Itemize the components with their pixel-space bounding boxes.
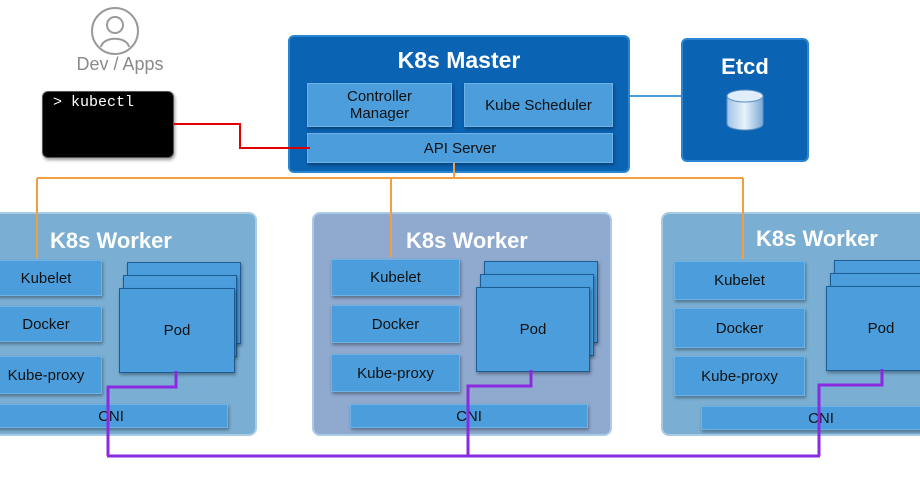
worker-title: K8s Worker	[50, 228, 172, 253]
pod-label: Pod	[519, 321, 547, 338]
pod-label: Pod	[163, 322, 191, 339]
kubectl-link	[174, 123, 310, 149]
user-icon	[90, 6, 140, 56]
kubelet-label: Kubelet	[370, 269, 421, 286]
etcd-title: Etcd	[721, 54, 769, 79]
cni-link-worker-3	[817, 369, 884, 456]
kube-proxy: Kube-proxy	[0, 356, 102, 394]
k8s-worker-1: K8s Worker Kubelet Docker Kube-proxy Pod…	[0, 212, 257, 436]
pod: Pod	[119, 288, 235, 373]
pod-label: Pod	[867, 320, 895, 337]
docker: Docker	[674, 308, 805, 348]
etcd: Etcd	[681, 38, 809, 162]
database-icon	[725, 88, 765, 132]
kubelet-label: Kubelet	[714, 272, 765, 289]
k8s-worker-2: K8s Worker Kubelet Docker Kube-proxy Pod…	[312, 212, 612, 436]
dev-apps-label: Dev / Apps	[76, 54, 164, 74]
api-server: API Server	[307, 133, 613, 163]
kube-proxy-label: Kube-proxy	[701, 367, 778, 385]
kubelet: Kubelet	[674, 261, 805, 300]
worker-title: K8s Worker	[756, 226, 878, 251]
docker: Docker	[331, 305, 460, 343]
kube-proxy: Kube-proxy	[674, 356, 805, 396]
docker-label: Docker	[715, 319, 764, 337]
kube-scheduler: Kube Scheduler	[464, 83, 613, 127]
docker-label: Docker	[22, 315, 70, 333]
docker: Docker	[0, 306, 102, 342]
controller-manager: Controller Manager	[307, 83, 452, 127]
kubelet: Kubelet	[0, 260, 102, 296]
kubectl-terminal[interactable]: > kubectl	[42, 91, 174, 158]
controller-manager-label: Controller Manager	[346, 88, 413, 122]
api-server-label: API Server	[423, 139, 497, 157]
pod: Pod	[476, 287, 590, 372]
pod: Pod	[826, 286, 920, 371]
kube-scheduler-label: Kube Scheduler	[485, 96, 592, 114]
kube-proxy-label: Kube-proxy	[7, 366, 85, 384]
cni: CNI	[701, 406, 920, 430]
kubelet: Kubelet	[331, 259, 460, 296]
worker-title: K8s Worker	[406, 228, 528, 253]
k8s-worker-3: K8s Worker Kubelet Docker Kube-proxy Pod…	[661, 212, 920, 436]
cni-link-worker-2	[466, 370, 533, 456]
cni: CNI	[0, 404, 228, 428]
terminal-command: > kubectl	[53, 94, 135, 111]
cni-link-worker-1	[106, 371, 178, 456]
master-title: K8s Master	[397, 47, 521, 73]
kubelet-label: Kubelet	[20, 269, 72, 287]
kube-proxy: Kube-proxy	[331, 354, 460, 392]
cni-label: CNI	[98, 407, 124, 425]
k8s-master: K8s Master Controller Manager Kube Sched…	[288, 35, 630, 173]
kube-proxy-label: Kube-proxy	[357, 364, 434, 382]
cni-label: CNI	[808, 409, 834, 427]
docker-label: Docker	[371, 315, 420, 333]
